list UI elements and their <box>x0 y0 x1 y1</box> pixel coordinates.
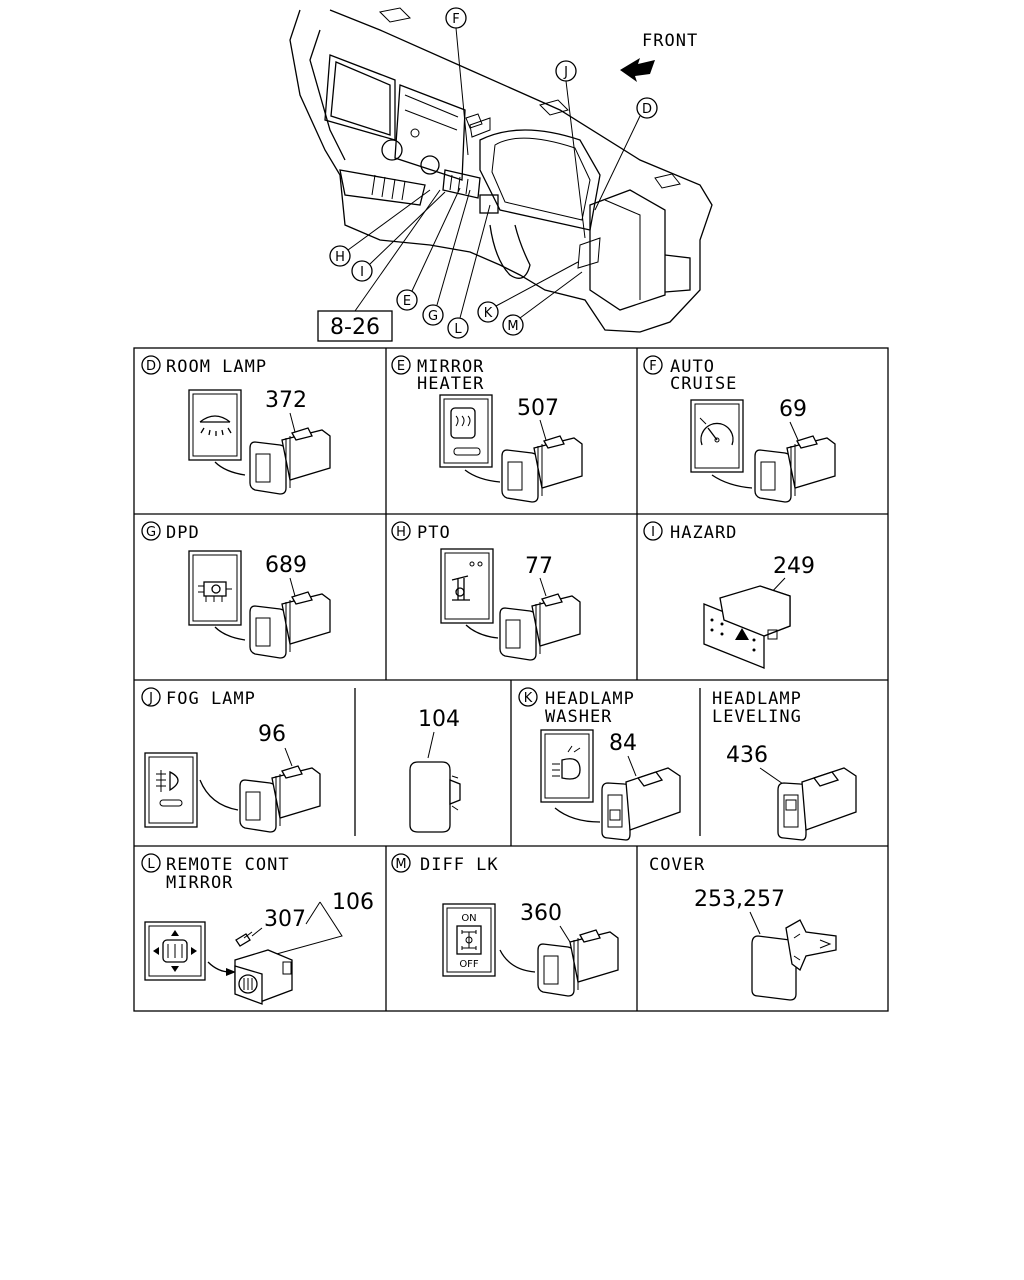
hazard-icon <box>735 628 749 640</box>
callout-g: G <box>428 309 438 324</box>
cell-title-2: MIRROR <box>166 873 233 893</box>
part-number: 84 <box>609 731 637 756</box>
cell-dpd: G DPD 689 <box>141 521 331 659</box>
part-number: 249 <box>773 554 815 579</box>
dpd-icon <box>198 581 232 602</box>
cell-title: HAZARD <box>670 523 737 543</box>
cell-letter: E <box>397 359 405 374</box>
switch-face <box>690 399 744 473</box>
cell-letter: G <box>146 525 156 540</box>
cell-headlamp-washer: K HEADLAMP WASHER 84 <box>518 687 681 841</box>
cell-title: PTO <box>417 523 451 543</box>
mirror-switch-body <box>234 949 293 1005</box>
dashboard-overview <box>289 7 713 333</box>
part-number: 689 <box>265 553 307 578</box>
part-number: 77 <box>525 554 553 579</box>
fog-lamp-icon <box>156 770 183 807</box>
cell-title: AUTO <box>670 357 715 377</box>
cell-title: HEADLAMP <box>545 689 635 709</box>
cell-title: ROOM LAMP <box>166 357 267 377</box>
front-label: FRONT <box>642 31 698 51</box>
cell-fog-lamp: J FOG LAMP 96 <box>141 687 321 833</box>
overview-callouts: F J D H I E G L K M <box>317 7 658 342</box>
cell-mirror-heater: E MIRROR HEATER 507 <box>391 355 583 503</box>
cell-diff-lock: M DIFF LK 360 ON OFF <box>391 853 619 997</box>
cruise-icon <box>699 417 734 446</box>
cell-title: DIFF LK <box>420 855 499 875</box>
cell-title-2: WASHER <box>545 707 612 727</box>
part-number: 360 <box>520 901 562 926</box>
part-number-2: 106 <box>332 890 374 915</box>
front-indicator: FRONT <box>620 31 698 82</box>
cell-title: MIRROR <box>417 357 484 377</box>
room-lamp-icon <box>199 415 232 436</box>
part-number: 436 <box>726 743 768 768</box>
cell-letter: M <box>395 857 406 872</box>
cell-letter: F <box>649 359 656 374</box>
leveling-switch <box>777 767 857 841</box>
cell-headlamp-leveling: HEADLAMP LEVELING 436 <box>712 689 857 841</box>
diff-lock-icon <box>456 925 482 955</box>
front-arrow-icon <box>620 58 655 82</box>
rocker-switch <box>601 767 681 841</box>
cell-letter: I <box>651 525 655 540</box>
cell-title: HEADLAMP <box>712 689 802 709</box>
cell-cover: COVER 253,257 <box>649 855 837 1001</box>
cell-remote-mirror: L REMOTE CONT MIRROR 307 106 <box>141 853 374 1005</box>
parts-grid <box>133 347 889 1012</box>
mirror-control-face <box>144 921 206 981</box>
switch-face <box>439 394 493 468</box>
cell-room-lamp: D ROOM LAMP 372 <box>141 355 331 495</box>
cell-hazard: I HAZARD 249 <box>643 521 815 669</box>
switch-face <box>540 729 594 803</box>
part-number: 69 <box>779 397 807 422</box>
headlamp-washer-icon <box>552 745 581 780</box>
cell-title-2: HEATER <box>417 374 484 394</box>
pto-icon <box>451 561 483 601</box>
cell-title: REMOTE CONT <box>166 855 290 875</box>
cell-104: 104 <box>409 707 461 833</box>
part-number: 253,257 <box>694 887 785 912</box>
switch-face <box>188 550 242 626</box>
callout-j: J <box>563 65 568 80</box>
cell-letter: J <box>148 691 153 706</box>
part-number: 307 <box>264 907 306 932</box>
cell-letter: K <box>524 691 533 706</box>
cell-letter: L <box>147 857 155 872</box>
callout-f: F <box>452 12 459 27</box>
cell-title: FOG LAMP <box>166 689 256 709</box>
cell-letter: H <box>396 525 406 540</box>
cover-part <box>751 919 837 1001</box>
callout-e: E <box>403 294 411 309</box>
part-number: 507 <box>517 396 559 421</box>
callout-m: M <box>507 319 518 334</box>
switch-face <box>440 548 494 624</box>
cell-pto: H PTO 77 <box>391 521 581 661</box>
callout-k: K <box>484 306 493 321</box>
ref-box-label: 8-26 <box>330 315 380 340</box>
screw <box>235 931 253 947</box>
switch-face <box>188 389 242 461</box>
on-label: ON <box>461 913 476 924</box>
mirror-heater-icon <box>450 407 476 439</box>
callout-l: L <box>454 322 462 337</box>
callout-d: D <box>642 102 652 117</box>
hazard-switch <box>703 585 791 669</box>
part-number: 372 <box>265 388 307 413</box>
cell-title-2: LEVELING <box>712 707 802 727</box>
part-number: 104 <box>418 707 460 732</box>
part-number: 96 <box>258 722 286 747</box>
cell-title: DPD <box>166 523 200 543</box>
callout-h: H <box>335 250 345 265</box>
ref-box <box>317 310 393 342</box>
cell-title: COVER <box>649 855 705 875</box>
cell-letter: D <box>146 359 156 374</box>
callout-i: I <box>360 265 364 280</box>
cell-title-2: CRUISE <box>670 374 737 394</box>
off-label: OFF <box>459 959 479 970</box>
cell-auto-cruise: F AUTO CRUISE 69 <box>643 355 836 503</box>
